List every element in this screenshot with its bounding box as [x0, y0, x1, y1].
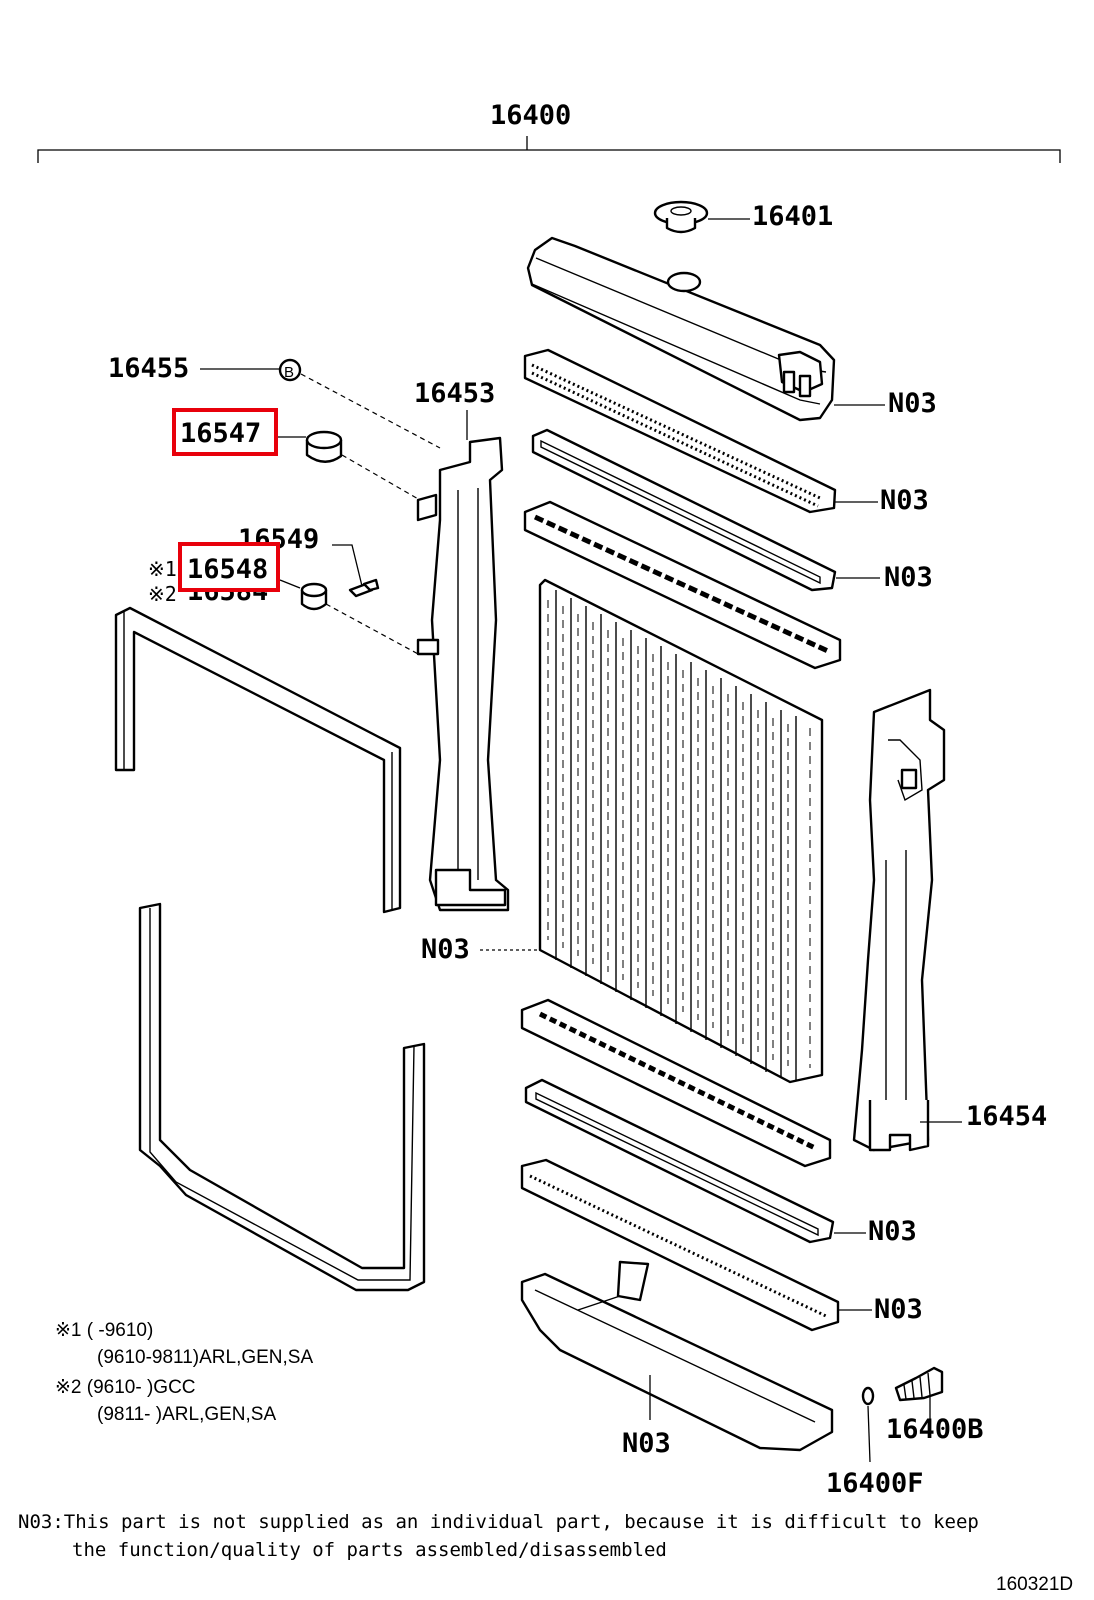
label-16400[interactable]: 16400 [490, 100, 571, 131]
note-2-line-2: (9811- )ARL,GEN,SA [97, 1404, 276, 1425]
label-16400B[interactable]: 16400B [886, 1414, 984, 1445]
cushion-lower [300, 582, 328, 611]
label-16548[interactable]: 16548 [187, 554, 268, 585]
label-n03-lower-comb[interactable]: N03 [874, 1294, 923, 1325]
label-16455[interactable]: 16455 [108, 353, 189, 384]
upper-tank [526, 236, 836, 422]
label-n03-upper-comb[interactable]: N03 [880, 485, 929, 516]
highlight-16548 [178, 542, 280, 592]
label-n03-upper-gasket[interactable]: N03 [884, 562, 933, 593]
drain-cock [894, 1366, 944, 1402]
label-16453[interactable]: 16453 [414, 378, 495, 409]
upper-core-plate [523, 500, 842, 670]
note-1-line-1: ※1 ( -9610) [55, 1320, 153, 1341]
right-support [852, 688, 946, 1152]
label-n03-lower-tank[interactable]: N03 [622, 1428, 671, 1459]
lower-tank [520, 1260, 834, 1452]
radiator-core [538, 578, 824, 1084]
label-n03-core[interactable]: N03 [421, 934, 470, 965]
highlight-16547 [172, 408, 278, 456]
bolt [348, 578, 380, 598]
label-16547[interactable]: 16547 [180, 418, 261, 449]
label-n03-upper-tank[interactable]: N03 [888, 388, 937, 419]
assembly-bracket [37, 136, 1061, 163]
mark-1: ※1 [148, 557, 177, 581]
diagram-code: 160321D [996, 1574, 1073, 1595]
label-16400F[interactable]: 16400F [826, 1468, 924, 1499]
note-2-line-1: ※2 (9610- )GCC [55, 1377, 196, 1398]
upper-tank-seal-comb [523, 348, 837, 514]
note-1-line-2: (9610-9811)ARL,GEN,SA [97, 1347, 313, 1368]
label-16401[interactable]: 16401 [752, 201, 833, 232]
radiator-cap [653, 200, 709, 234]
footer-line-1: N03:This part is not supplied as an indi… [18, 1511, 979, 1533]
cushion-upper [305, 430, 343, 463]
plug: B [278, 358, 302, 382]
mark-2: ※2 [148, 582, 177, 606]
upper-seal [114, 606, 402, 914]
lower-tank-seal-comb [520, 1158, 840, 1332]
lower-gasket [524, 1078, 835, 1244]
footer-line-2: the function/quality of parts assembled/… [72, 1539, 667, 1561]
left-support [416, 436, 510, 912]
upper-gasket [531, 428, 837, 592]
lower-seal [138, 902, 426, 1292]
label-16454[interactable]: 16454 [966, 1101, 1047, 1132]
o-ring [861, 1386, 875, 1406]
plug-symbol: B [284, 364, 294, 381]
lower-core-plate [520, 998, 832, 1168]
label-n03-lower-gasket[interactable]: N03 [868, 1216, 917, 1247]
